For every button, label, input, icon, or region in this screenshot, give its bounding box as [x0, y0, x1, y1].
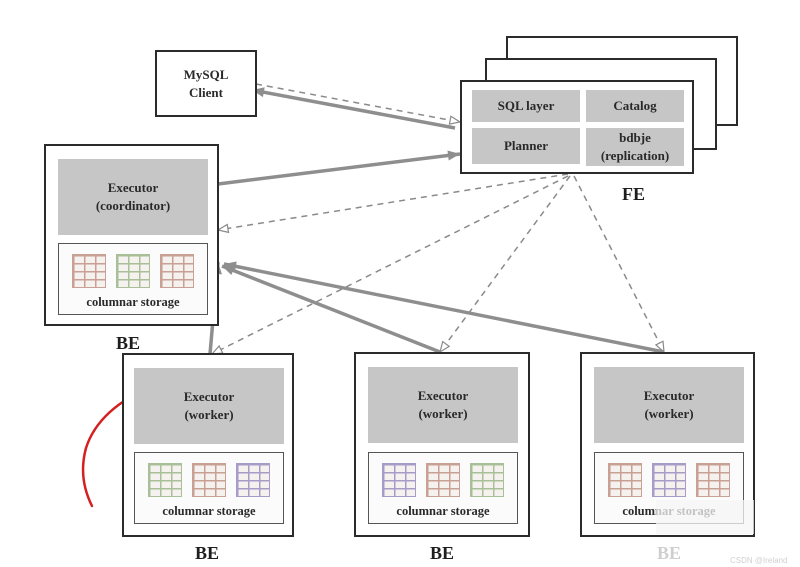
be-worker-2-label: BE [430, 543, 455, 563]
executor-worker-2-block: Executor (worker) [368, 367, 518, 443]
arrow-fe-to-client [251, 87, 456, 130]
table-icon-purple [236, 463, 270, 497]
storage-label: columnar storage [396, 504, 490, 518]
be-worker-1-label: BE [195, 543, 220, 563]
sql-layer-block: SQL layer [472, 90, 580, 122]
arrow-worker-2-to-coordinator [221, 264, 441, 354]
be-coordinator-box[interactable]: Executor (coordinator) columnar storage [44, 144, 219, 326]
mysql-client-line2: Client [189, 84, 223, 100]
executor-worker-1-line1: Executor [183, 389, 235, 405]
catalog-block: Catalog [586, 90, 684, 122]
worker-3-storage: columnar storage [594, 452, 744, 524]
executor-worker-3-block: Executor (worker) [594, 367, 744, 443]
bdbje-block: bdbje (replication) [586, 128, 684, 166]
mysql-client-box[interactable]: MySQL Client [155, 50, 257, 117]
executor-worker-1-line2: (worker) [184, 407, 234, 422]
storage-label: columnar storage [86, 295, 180, 309]
be-worker-3-label: BE [657, 543, 682, 563]
executor-coordinator-line1: Executor [107, 180, 159, 196]
executor-worker-3-line2: (worker) [644, 406, 694, 421]
planner-block: Planner [472, 128, 580, 164]
be-coordinator-label: BE [116, 333, 141, 353]
executor-worker-2-line1: Executor [417, 388, 469, 404]
executor-worker-3-line1: Executor [643, 388, 695, 404]
mysql-client-label: MySQL Client [184, 66, 229, 101]
table-icon-purple [652, 463, 686, 497]
executor-worker-2-line2: (worker) [418, 406, 468, 421]
bdbje-line1: bdbje [619, 130, 651, 146]
bdbje-line2: (replication) [600, 148, 670, 163]
table-icon-red [72, 254, 106, 288]
table-icon-red [192, 463, 226, 497]
executor-coordinator-line2: (coordinator) [95, 198, 171, 213]
table-icon-green [148, 463, 182, 497]
arrow-worker-3-to-coordinator [223, 261, 665, 354]
arrow-fe-to-coordinator [218, 173, 569, 230]
arrow-client-to-fe [255, 83, 460, 122]
table-icon-green [470, 463, 504, 497]
watermark-text: CSDN @Ireland [730, 556, 788, 565]
be-worker-1-box[interactable]: Executor (worker) columnar storage [122, 353, 294, 537]
arrow-fe-to-worker-1 [212, 175, 569, 354]
worker-1-storage: columnar storage [134, 452, 284, 524]
arrow-coordinator-to-fe [217, 150, 461, 186]
mysql-client-line1: MySQL [183, 66, 229, 82]
coordinator-storage: columnar storage [58, 243, 208, 315]
table-icon-red [160, 254, 194, 288]
table-icon-red [608, 463, 642, 497]
fe-label: FE [622, 184, 646, 204]
fe-main-box[interactable]: SQL layer Catalog Planner bdbje (replica… [460, 80, 694, 174]
executor-worker-1-block: Executor (worker) [134, 368, 284, 444]
table-icon-purple [382, 463, 416, 497]
table-icon-red [426, 463, 460, 497]
table-icon-red [696, 463, 730, 497]
arrow-fe-to-worker-2 [440, 175, 571, 352]
be-worker-2-box[interactable]: Executor (worker) columnar storage [354, 352, 530, 537]
storage-label: columnar storage [162, 504, 256, 518]
faded-overlay [656, 500, 754, 534]
worker-2-storage: columnar storage [368, 452, 518, 524]
executor-coordinator-block: Executor (coordinator) [58, 159, 208, 235]
table-icon-green [116, 254, 150, 288]
arrow-fe-to-worker-3 [573, 175, 664, 352]
